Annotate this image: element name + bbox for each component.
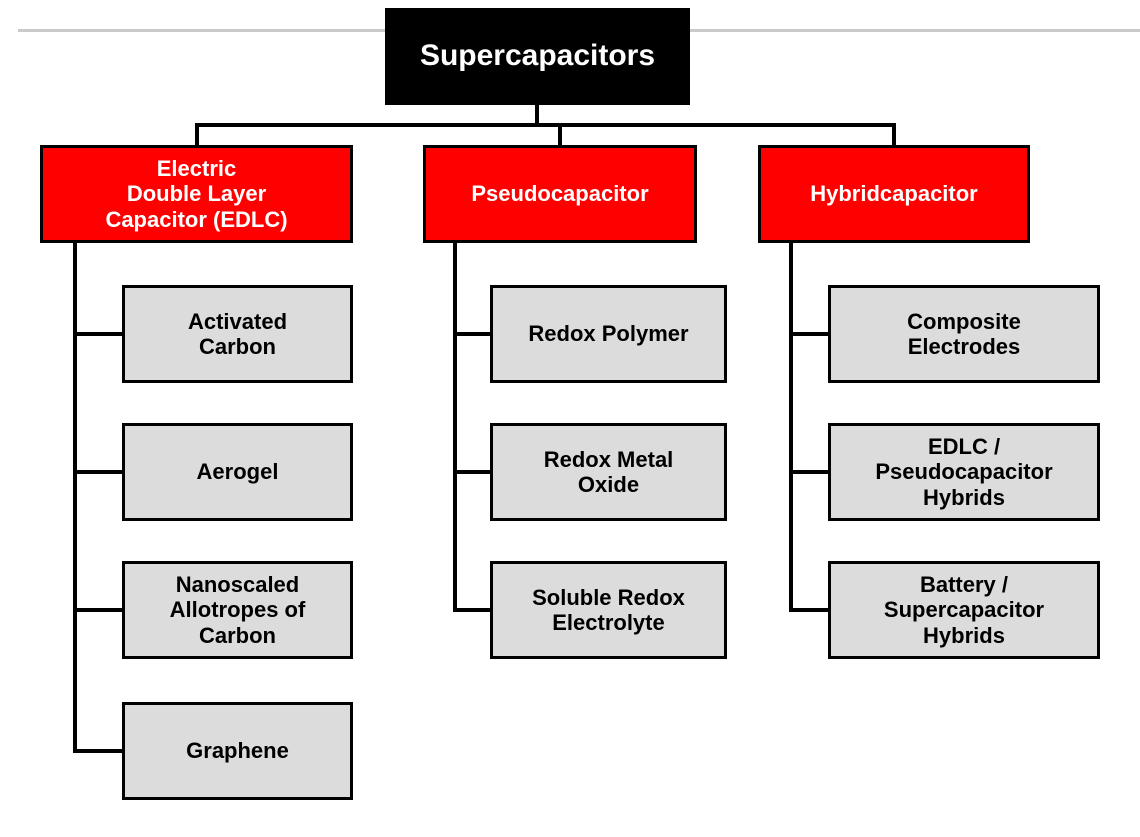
connector-stub-redox-metal-oxide (453, 470, 490, 474)
connector-main-horizontal (195, 123, 896, 127)
connector-stub-nanoscaled (73, 608, 122, 612)
node-composite-electrodes: Composite Electrodes (828, 285, 1100, 383)
connector-stub-soluble-redox (453, 608, 490, 612)
node-soluble-redox-electrolyte: Soluble Redox Electrolyte (490, 561, 727, 659)
node-label: Redox Metal Oxide (543, 446, 674, 497)
node-label: Battery / Supercapacitor Hybrids (883, 572, 1045, 648)
connector-stub-composite-electrodes (789, 332, 828, 336)
node-nanoscaled-allotropes: Nanoscaled Allotropes of Carbon (122, 561, 353, 659)
node-hybridcapacitor: Hybridcapacitor (758, 145, 1030, 243)
node-redox-metal-oxide: Redox Metal Oxide (490, 423, 727, 521)
connector-stub-redox-polymer (453, 332, 490, 336)
node-label: Supercapacitors (419, 39, 656, 73)
connector-stub-aerogel (73, 470, 122, 474)
node-label: Hybridcapacitor (810, 181, 978, 207)
node-edlc-pseudocapacitor-hybrids: EDLC / Pseudocapacitor Hybrids (828, 423, 1100, 521)
connector-spine-pseudocapacitor (453, 243, 457, 612)
connector-stub-edlc-pseudo-hybrids (789, 470, 828, 474)
node-label: Electric Double Layer Capacitor (EDLC) (105, 156, 288, 232)
connector-spine-edlc (73, 243, 77, 753)
node-activated-carbon: Activated Carbon (122, 285, 353, 383)
connector-root-vertical (535, 105, 539, 127)
node-label: Nanoscaled Allotropes of Carbon (169, 572, 306, 648)
node-pseudocapacitor: Pseudocapacitor (423, 145, 697, 243)
connector-drop-edlc (195, 123, 199, 145)
connector-stub-battery-hybrids (789, 608, 828, 612)
connector-drop-pseudocapacitor (558, 123, 562, 145)
connector-spine-hybridcapacitor (789, 243, 793, 612)
node-label: Aerogel (196, 459, 279, 485)
node-edlc: Electric Double Layer Capacitor (EDLC) (40, 145, 353, 243)
node-redox-polymer: Redox Polymer (490, 285, 727, 383)
node-label: Redox Polymer (528, 321, 689, 347)
node-label: Pseudocapacitor (471, 181, 649, 207)
node-label: Graphene (186, 738, 289, 764)
connector-stub-graphene (73, 749, 122, 753)
node-battery-supercapacitor-hybrids: Battery / Supercapacitor Hybrids (828, 561, 1100, 659)
connector-drop-hybridcapacitor (892, 123, 896, 145)
node-aerogel: Aerogel (122, 423, 353, 521)
node-label: Composite Electrodes (907, 308, 1021, 359)
node-label: Activated Carbon (187, 308, 288, 359)
node-label: EDLC / Pseudocapacitor Hybrids (875, 434, 1053, 510)
node-supercapacitors: Supercapacitors (385, 8, 690, 105)
node-label: Soluble Redox Electrolyte (532, 584, 685, 635)
node-graphene: Graphene (122, 702, 353, 800)
connector-stub-activated-carbon (73, 332, 122, 336)
